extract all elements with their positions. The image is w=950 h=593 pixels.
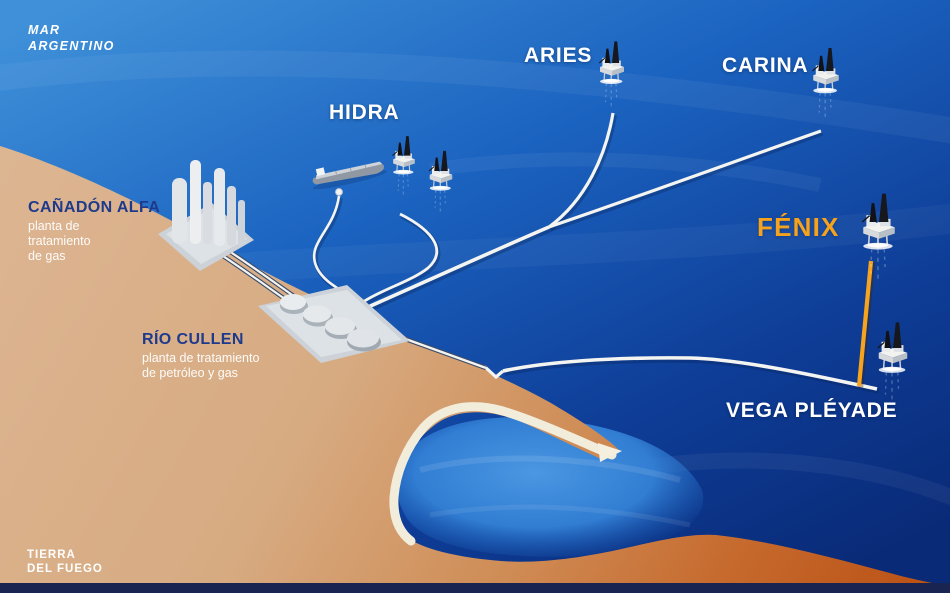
label-rio-cullen: RÍO CULLEN planta de tratamiento de petr… xyxy=(142,331,259,381)
label-hidra: HIDRA xyxy=(329,101,400,124)
canadon-alfa-name: CAÑADÓN ALFA xyxy=(28,199,161,216)
canadon-alfa-desc-line2: tratamiento xyxy=(28,234,91,248)
rio-cullen-desc-line1: planta de tratamiento xyxy=(142,351,260,365)
label-carina: CARINA xyxy=(722,54,809,77)
canadon-alfa-desc-line1: planta de xyxy=(28,219,80,233)
land-label-line2: DEL FUEGO xyxy=(27,563,103,575)
pipeline-main-trunk xyxy=(365,225,550,310)
bay-water xyxy=(396,417,704,557)
rio-cullen-name: RÍO CULLEN xyxy=(142,331,244,348)
sea-label-line1: MAR xyxy=(28,23,61,37)
canadon-alfa-desc-line3: de gas xyxy=(28,249,66,263)
sea-region-label: MAR ARGENTINO xyxy=(28,22,115,54)
rio-cullen-desc-line2: de petróleo y gas xyxy=(142,366,238,380)
pipeline-vega-pleyade-offshore xyxy=(502,356,878,391)
bottom-border xyxy=(0,583,950,593)
pipeline-fenix xyxy=(856,260,876,388)
label-vega-pleyade: VEGA PLÉYADE xyxy=(726,399,898,422)
label-fenix: FÉNIX xyxy=(757,212,840,242)
rio-cullen-plant-icon xyxy=(258,285,410,363)
land-label-line1: TIERRA xyxy=(27,549,76,561)
pipeline-hidra xyxy=(359,212,439,306)
pipeline-carina xyxy=(548,129,822,229)
mooring-buoy-icon xyxy=(335,188,343,196)
bay-streaks xyxy=(419,455,691,528)
spit-tip xyxy=(598,443,622,462)
beach-band xyxy=(389,402,617,546)
pipeline-aries xyxy=(548,112,615,229)
tanker-ship-icon xyxy=(312,161,388,190)
canadon-alfa-plant-icon xyxy=(158,160,254,271)
label-aries: ARIES xyxy=(524,44,593,67)
land-region-label: TIERRA DEL FUEGO xyxy=(27,548,103,576)
sea-label-line2: ARGENTINO xyxy=(28,39,115,53)
pipeline-landfall-kink xyxy=(482,364,505,380)
label-canadon-alfa: CAÑADÓN ALFA planta de tratamiento de ga… xyxy=(28,199,160,264)
